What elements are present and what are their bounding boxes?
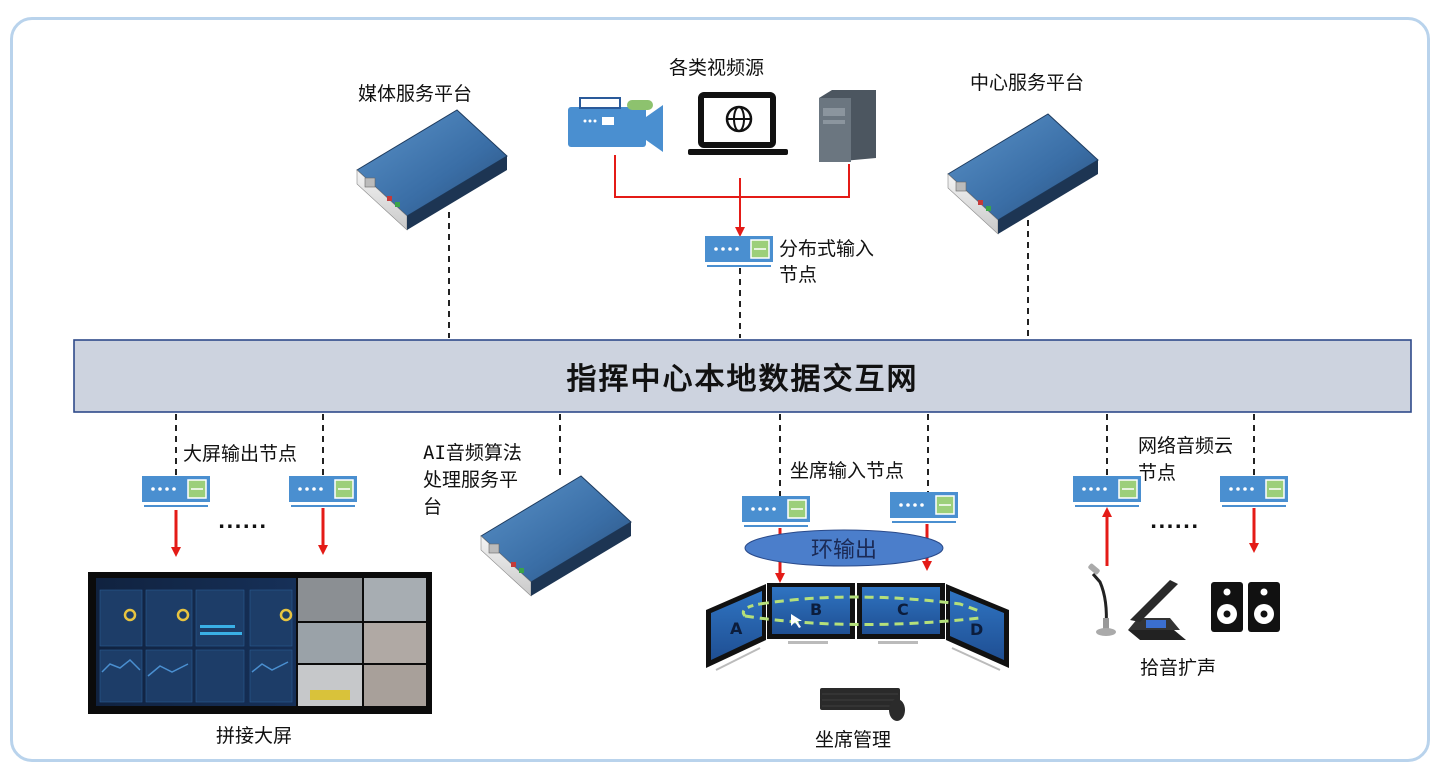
video-wall-label: 拼接大屏 (216, 725, 293, 747)
audio-cloud-ellipsis: ...... (1150, 511, 1200, 533)
keyboard-mouse-icon (820, 688, 905, 721)
ring-output-label: 环输出 (810, 538, 877, 563)
tower-server-icon (819, 90, 876, 162)
video-camera-icon (568, 97, 663, 152)
data-bus (73, 339, 1412, 413)
source-wires (614, 155, 850, 237)
conference-mic-icon (1128, 580, 1186, 640)
ai-audio-label: AI音频算法处理服务平台 (423, 442, 522, 518)
seat-management-label: 坐席管理 (815, 729, 892, 751)
monitor-d-label: D (970, 620, 984, 639)
microphone-icon (1088, 563, 1116, 636)
bus-title: 指挥中心本地数据交互网 (566, 362, 919, 397)
audio-cloud-label: 网络音频云节点 (1138, 435, 1234, 484)
audio-cloud-node-1-icon (1072, 475, 1142, 508)
input-node-icon (704, 235, 774, 268)
seat-input-node-1-icon (741, 495, 811, 528)
ring-output-ellipse (744, 529, 944, 567)
speaker-icon (1211, 582, 1280, 632)
screen-output-ellipsis: ...... (218, 511, 268, 533)
diagram-frame (10, 17, 1430, 762)
input-node-label: 分布式输入节点 (779, 238, 875, 286)
center-server-icon (947, 113, 1099, 235)
screen-output-label: 大屏输出节点 (183, 442, 298, 466)
seat-input-node-2-icon (889, 491, 959, 524)
seat-input-label: 坐席输入节点 (790, 460, 905, 482)
audio-devices-label: 拾音扩声 (1140, 657, 1217, 679)
seat-monitors (706, 583, 1009, 671)
monitor-a-label: A (730, 619, 743, 638)
screen-output-node-1-icon (141, 475, 211, 508)
screen-output-node-2-icon (288, 475, 358, 508)
center-server-label: 中心服务平台 (970, 72, 1085, 94)
monitor-b-label: B (810, 600, 823, 619)
media-server-label: 媒体服务平台 (358, 83, 473, 105)
dashed-links (175, 212, 1255, 496)
laptop-globe-icon (688, 92, 788, 155)
media-server-icon (356, 109, 508, 231)
monitor-c-label: C (897, 600, 909, 619)
video-wall-icon (88, 572, 432, 714)
video-sources-label: 各类视频源 (669, 57, 765, 79)
